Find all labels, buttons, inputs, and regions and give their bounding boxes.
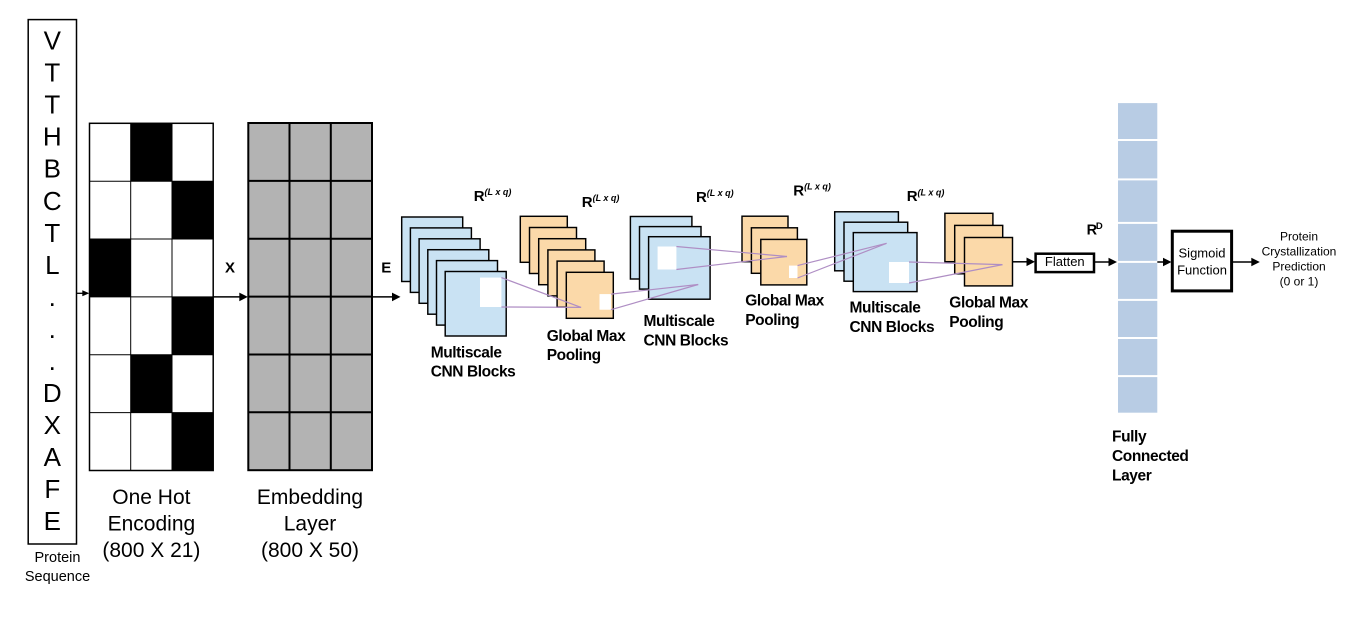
svg-text:(L x q): (L x q): [707, 188, 734, 198]
svg-text:Global Max: Global Max: [547, 328, 626, 345]
svg-text:Protein: Protein: [35, 550, 81, 566]
svg-text:Pooling: Pooling: [547, 347, 601, 364]
svg-text:Prediction: Prediction: [1272, 260, 1325, 274]
svg-text:Multiscale: Multiscale: [850, 299, 922, 316]
svg-text:A: A: [44, 442, 62, 472]
svg-text:R: R: [696, 189, 707, 206]
svg-text:R: R: [474, 188, 485, 205]
svg-text:One Hot: One Hot: [112, 486, 190, 509]
svg-text:.: .: [49, 346, 56, 376]
svg-text:V: V: [44, 26, 62, 56]
svg-text:R: R: [793, 182, 804, 199]
svg-text:L: L: [45, 250, 59, 280]
svg-text:Flatten: Flatten: [1045, 254, 1085, 269]
svg-text:C: C: [43, 186, 62, 216]
svg-text:CNN Blocks: CNN Blocks: [644, 333, 729, 350]
svg-text:Global Max: Global Max: [745, 293, 824, 310]
svg-text:D: D: [43, 378, 62, 408]
svg-text:R: R: [582, 194, 593, 211]
svg-text:F: F: [44, 474, 60, 504]
svg-text:T: T: [44, 58, 60, 88]
svg-text:Function: Function: [1177, 263, 1227, 278]
svg-text:B: B: [44, 154, 61, 184]
svg-text:(L x q): (L x q): [804, 182, 831, 192]
svg-text:Layer: Layer: [284, 513, 337, 536]
svg-text:CNN Blocks: CNN Blocks: [431, 364, 516, 381]
svg-text:Protein: Protein: [1280, 230, 1318, 244]
svg-text:Crystallization: Crystallization: [1262, 245, 1337, 259]
svg-text:Sigmoid: Sigmoid: [1179, 246, 1226, 261]
svg-text:.: .: [49, 314, 56, 344]
svg-text:Multiscale: Multiscale: [431, 344, 503, 361]
svg-text:CNN Blocks: CNN Blocks: [850, 319, 935, 336]
svg-text:H: H: [43, 122, 62, 152]
svg-text:Multiscale: Multiscale: [644, 313, 716, 330]
svg-text:Encoding: Encoding: [108, 513, 196, 536]
svg-text:R: R: [907, 188, 918, 205]
svg-text:T: T: [44, 218, 60, 248]
svg-text:Layer: Layer: [1112, 467, 1152, 484]
svg-text:X: X: [44, 410, 61, 440]
svg-text:Connected: Connected: [1112, 448, 1189, 465]
svg-text:Sequence: Sequence: [25, 569, 90, 585]
svg-text:E: E: [381, 260, 391, 277]
svg-text:Fully: Fully: [1112, 429, 1147, 446]
svg-text:E: E: [44, 506, 61, 536]
svg-text:(0 or 1): (0 or 1): [1280, 275, 1319, 289]
svg-text:Pooling: Pooling: [745, 312, 799, 329]
svg-text:(L x q): (L x q): [485, 187, 512, 197]
svg-text:Global Max: Global Max: [949, 295, 1028, 312]
svg-text:T: T: [44, 90, 60, 120]
svg-text:(800 X 50): (800 X 50): [261, 539, 359, 562]
svg-text:(L x q): (L x q): [918, 187, 945, 197]
svg-text:X: X: [225, 260, 235, 277]
svg-text:(800 X 21): (800 X 21): [102, 539, 200, 562]
svg-text:D: D: [1096, 221, 1103, 232]
svg-text:(L x q): (L x q): [593, 193, 620, 203]
svg-text:.: .: [49, 282, 56, 312]
svg-text:Embedding: Embedding: [257, 486, 363, 509]
svg-text:Pooling: Pooling: [949, 314, 1003, 331]
